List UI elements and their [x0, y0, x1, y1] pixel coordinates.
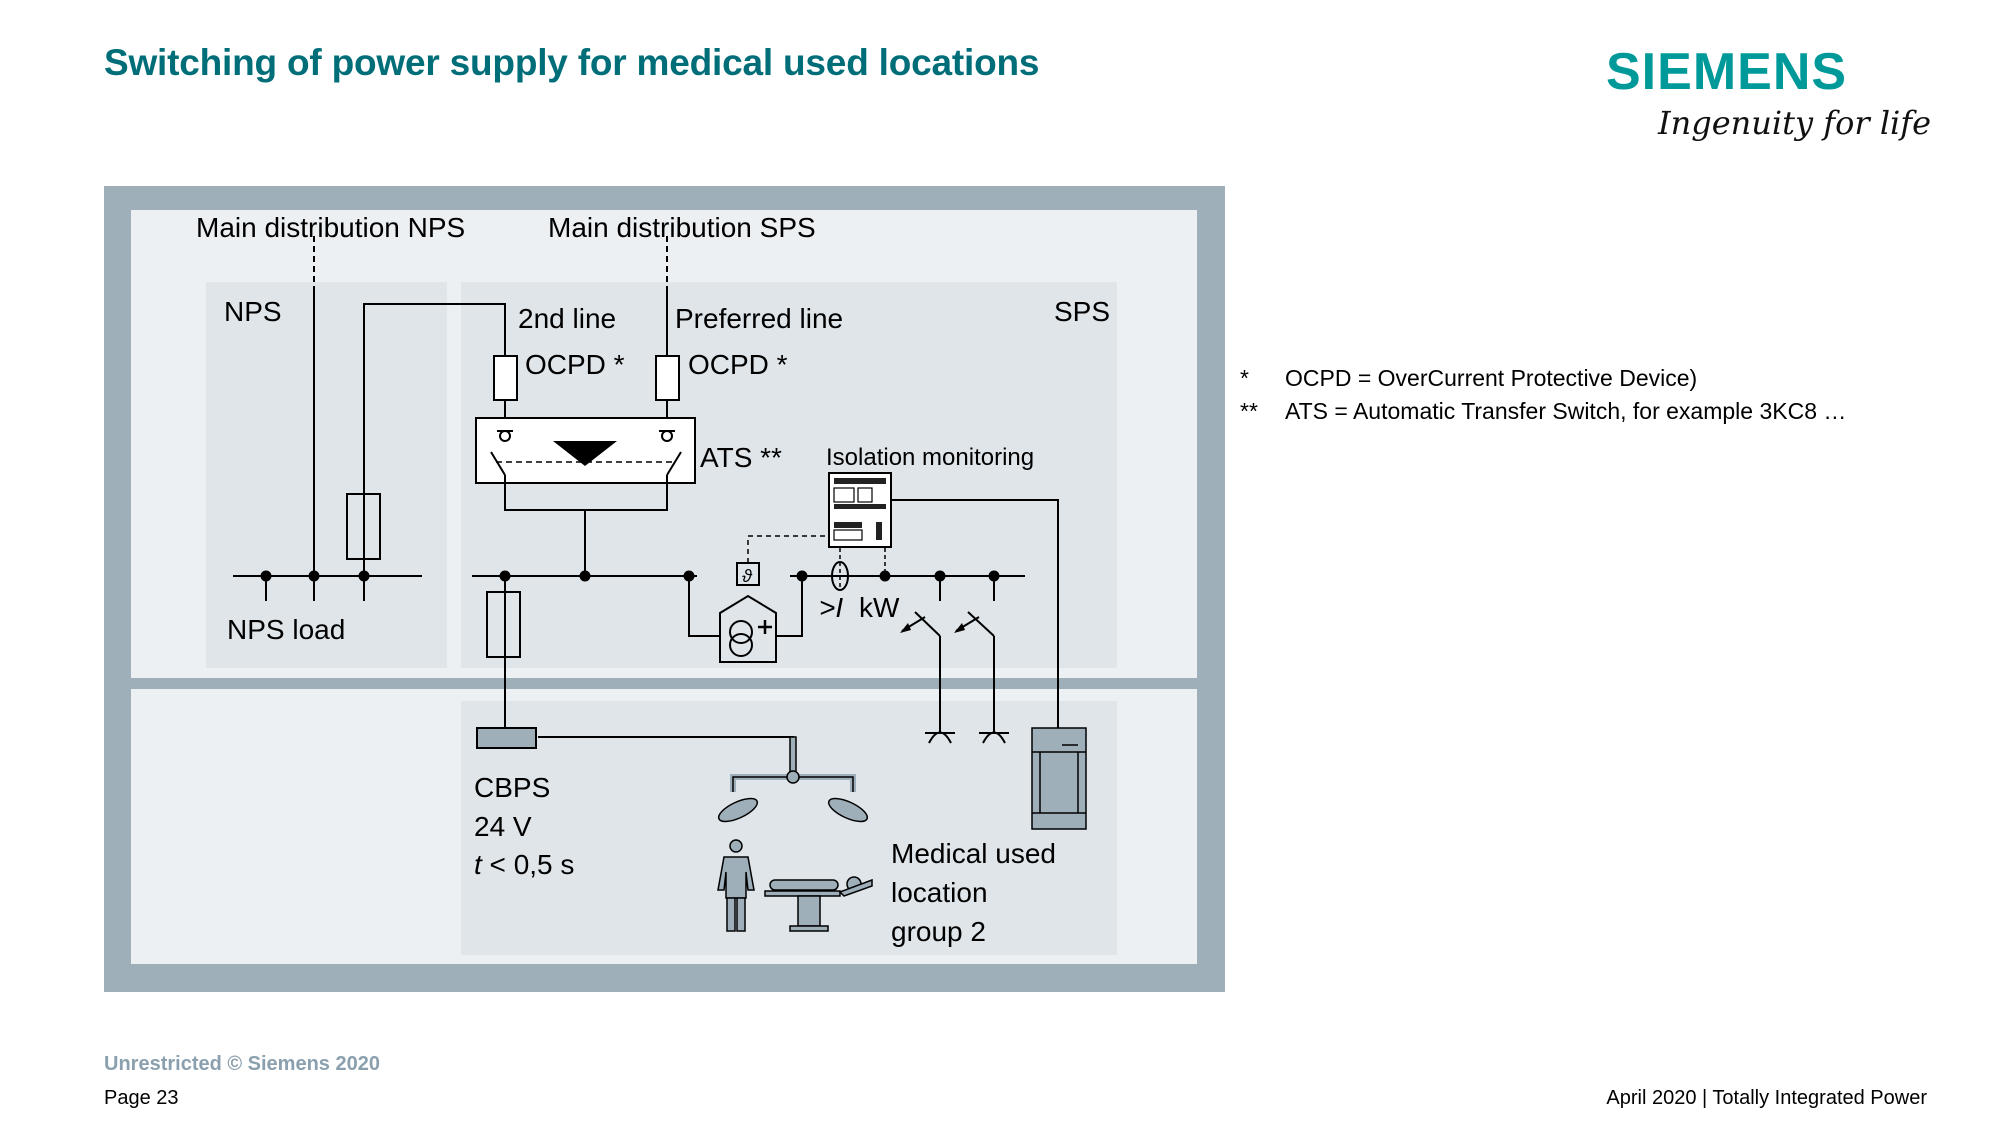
- label-ocpd-preferred: OCPD *: [688, 349, 788, 380]
- operating-table: [764, 876, 873, 932]
- label-ats: ATS **: [700, 442, 782, 473]
- isolating-transformer: [719, 594, 777, 663]
- footnotes: * OCPD = OverCurrent Protective Device) …: [1240, 362, 1846, 428]
- label-overcurrent: >I: [819, 592, 843, 623]
- label-main-distribution-nps: Main distribution NPS: [196, 212, 465, 243]
- medical-zone: [461, 701, 1117, 955]
- footnote-text: OCPD = OverCurrent Protective Device): [1285, 365, 1698, 391]
- footnote-mark: *: [1240, 365, 1249, 391]
- ats-indicator: [553, 441, 617, 466]
- label-sps: SPS: [1054, 296, 1110, 327]
- footer-classification: Unrestricted © Siemens 2020: [104, 1053, 380, 1075]
- label-ocpd-second: OCPD *: [525, 349, 625, 380]
- label-kw: kW: [859, 592, 900, 623]
- nps-fuse: [346, 493, 381, 560]
- isolation-monitor-device: [828, 472, 892, 548]
- footer-date-product: April 2020 | Totally Integrated Power: [1606, 1087, 1927, 1109]
- label-preferred-line: Preferred line: [675, 303, 843, 334]
- label-medical-2: location: [891, 877, 988, 908]
- footer-page-number: Page 23: [104, 1087, 179, 1109]
- label-medical-3: group 2: [891, 916, 986, 947]
- operating-lights: [717, 736, 869, 823]
- footnote-mark: **: [1240, 398, 1258, 424]
- label-second-line: 2nd line: [518, 303, 616, 334]
- footnote-text: ATS = Automatic Transfer Switch, for exa…: [1285, 398, 1847, 424]
- label-medical-1: Medical used: [891, 838, 1056, 869]
- cbps-unit: [476, 727, 537, 749]
- footnote-ats: ** ATS = Automatic Transfer Switch, for …: [1240, 395, 1846, 428]
- label-nps: NPS: [224, 296, 282, 327]
- second-line-wire: [363, 303, 506, 576]
- label-switch-time: t < 0,5 s: [474, 849, 574, 880]
- logo-wordmark: SIEMENS: [1606, 43, 1848, 101]
- label-theta: ϑ: [742, 566, 753, 586]
- medical-cabinet: [1031, 727, 1087, 830]
- cbps-fuse: [486, 591, 521, 658]
- surgeon-figure: [717, 839, 755, 932]
- ocpd-second-line: [493, 355, 518, 401]
- label-voltage: 24 V: [474, 811, 532, 842]
- label-nps-load: NPS load: [227, 614, 345, 645]
- ats-box: [475, 417, 696, 484]
- label-main-distribution-sps: Main distribution SPS: [548, 212, 816, 243]
- logo-tagline: Ingenuity for life: [1658, 104, 1932, 142]
- slide-title: Switching of power supply for medical us…: [104, 42, 1040, 83]
- nps-zone: [206, 282, 447, 668]
- footnote-ocpd: * OCPD = OverCurrent Protective Device): [1240, 362, 1846, 395]
- ocpd-preferred-line: [655, 355, 680, 401]
- siemens-logo: SIEMENS Ingenuity for life: [1606, 43, 1931, 142]
- label-cbps: CBPS: [474, 772, 550, 803]
- label-isolation-monitoring: Isolation monitoring: [826, 444, 1034, 471]
